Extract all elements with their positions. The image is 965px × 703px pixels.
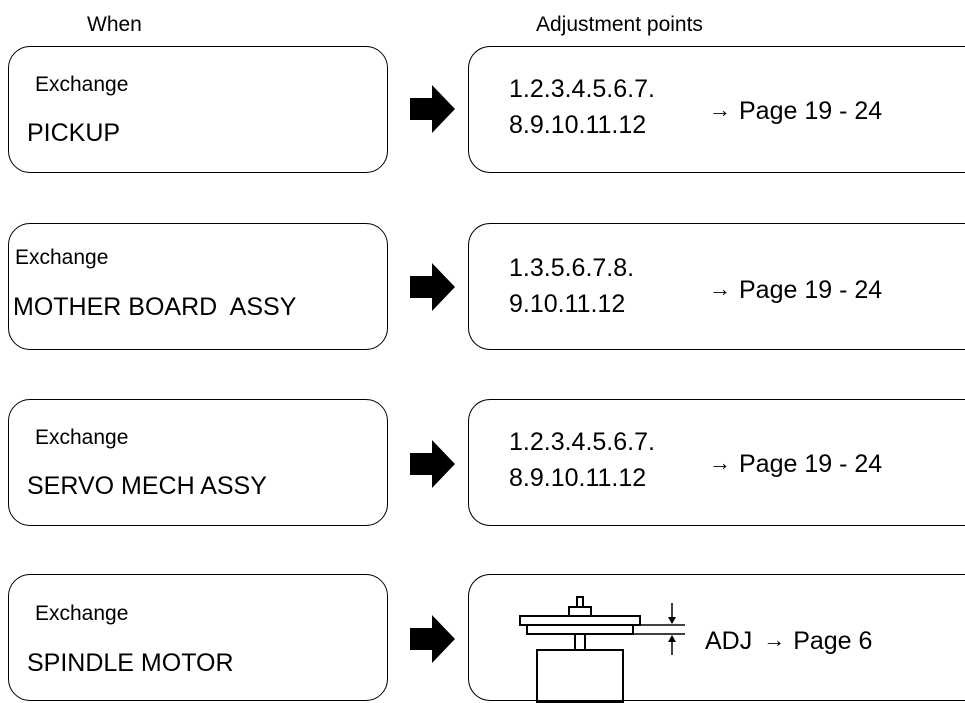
part-name: PICKUP (27, 119, 121, 147)
block-arrow-right-icon (410, 85, 455, 133)
points-line-1: 1.3.5.6.7.8. (509, 254, 635, 282)
block-arrow-right-icon (410, 440, 455, 488)
page-ref-text: Page 6 (793, 627, 873, 655)
points-line-1: 1.2.3.4.5.6.7. (509, 428, 655, 456)
when-box-servo-mech: Exchange SERVO MECH ASSY (8, 399, 388, 526)
points-line-2: 9.10.11.12 (509, 290, 626, 318)
block-arrow-right-icon (410, 263, 455, 311)
page-reference: ADJ → Page 6 (705, 625, 872, 656)
page-reference: → Page 19 - 24 (709, 95, 882, 126)
right-arrow-icon: → (709, 450, 731, 475)
action-label: Exchange (35, 602, 129, 625)
right-arrow-icon: → (709, 97, 731, 122)
points-line-2: 8.9.10.11.12 (509, 111, 647, 139)
block-arrow-right-icon (410, 615, 455, 663)
page-ref-text: Page 19 - 24 (739, 276, 883, 304)
when-box-pickup: Exchange PICKUP (8, 46, 388, 173)
right-arrow-icon: → (763, 627, 786, 652)
adjustment-box-spindle-motor: ADJ → Page 6 (468, 574, 965, 703)
part-name: SPINDLE MOTOR (27, 649, 234, 677)
points-line-2: 8.9.10.11.12 (509, 464, 647, 492)
right-arrow-icon: → (709, 276, 731, 301)
adj-label: ADJ (705, 627, 753, 655)
points-line-1: 1.2.3.4.5.6.7. (509, 75, 655, 103)
part-name: SERVO MECH ASSY (27, 472, 267, 500)
action-label: Exchange (35, 73, 129, 96)
adjustment-box-mother-board: 1.3.5.6.7.8. 9.10.11.12 → Page 19 - 24 (468, 223, 965, 350)
adjustment-box-servo-mech: 1.2.3.4.5.6.7. 8.9.10.11.12 → Page 19 - 2… (468, 399, 965, 526)
spindle-motor-diagram-icon (519, 596, 685, 703)
page-ref-text: Page 19 - 24 (739, 97, 883, 125)
when-box-spindle-motor: Exchange SPINDLE MOTOR (8, 574, 388, 701)
page-ref-text: Page 19 - 24 (739, 450, 883, 478)
when-box-mother-board: Exchange MOTHER BOARD ASSY (8, 223, 388, 350)
action-label: Exchange (35, 426, 129, 449)
page-reference: → Page 19 - 24 (709, 448, 882, 479)
adjustment-points-header: Adjustment points (536, 13, 703, 36)
part-name: MOTHER BOARD ASSY (13, 293, 297, 321)
adjustment-box-pickup: 1.2.3.4.5.6.7. 8.9.10.11.12 → Page 19 - 2… (468, 46, 965, 173)
when-header: When (87, 13, 142, 36)
action-label: Exchange (15, 246, 109, 269)
page-reference: → Page 19 - 24 (709, 274, 882, 305)
